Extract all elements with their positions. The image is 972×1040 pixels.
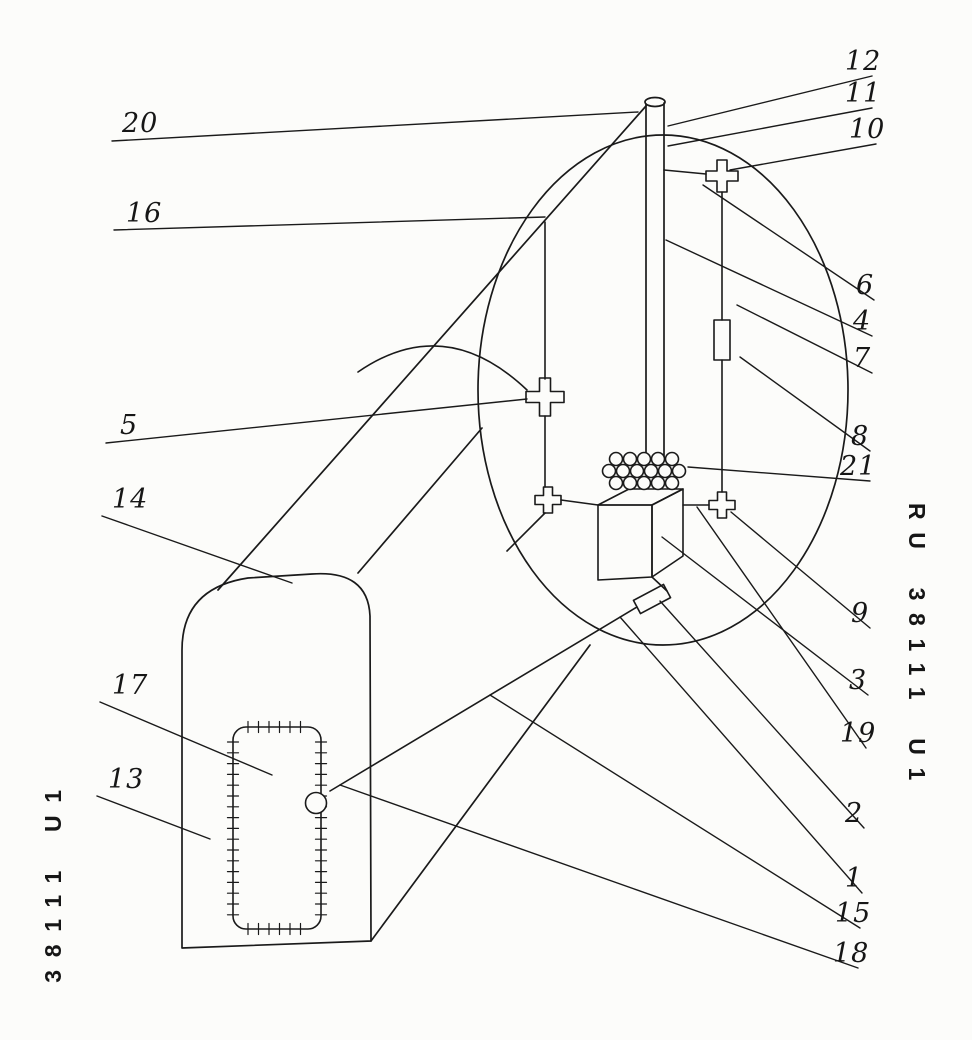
leader-lines [96,75,877,969]
leader-20 [111,111,639,142]
callout-1: 1 [845,863,864,894]
right-code: U1 [904,738,930,793]
callout-11: 11 [845,78,882,109]
leader-11 [667,107,873,147]
callout-17: 17 [112,670,149,701]
tube-bundle-unit [597,451,687,581]
door-handle [304,791,328,815]
chimney-pipe [644,96,666,459]
shelter-body [181,105,647,949]
callout-7: 7 [853,343,872,374]
leader-16 [113,216,546,231]
leader-6 [702,184,875,301]
door-panel [232,726,322,930]
leader-1 [619,616,863,894]
tube-ends [601,451,687,491]
callout-9: 9 [851,598,870,629]
leader-14 [101,515,293,584]
callout-4: 4 [853,306,872,337]
callout-16: 16 [126,198,163,229]
callout-21: 21 [840,451,877,482]
right-margin-publication-number: RU 38111U1 [901,468,933,828]
callout-18: 18 [833,938,870,969]
chimney-cap [644,96,666,108]
leader-18 [339,784,859,969]
leader-9 [730,511,871,629]
callout-8: 8 [851,421,870,452]
roof-edge-left [217,105,647,591]
leader-2 [659,600,865,829]
cross-fitting-left [525,377,565,417]
left-margin-publication-number: 38111 U1 [37,750,69,1010]
pipe-fittings-and-valves [329,159,739,792]
right-serial: 38111 [904,587,930,713]
callout-3: 3 [849,665,868,696]
enlarged-detail-circle [477,134,849,646]
leader-17 [99,701,273,776]
valve-upper [713,319,731,361]
leader-8 [739,356,871,452]
callout-6: 6 [856,270,875,301]
leader-7 [736,304,873,374]
curved-feed-pipe [357,345,528,391]
leader-12 [667,75,873,127]
leader-21 [687,466,871,482]
leader-5 [105,398,528,444]
leader-10 [729,143,877,171]
callout-20: 20 [122,108,159,139]
leader-13 [96,795,211,840]
callout-13: 13 [108,764,145,795]
valve-lower [632,583,672,615]
body-bottom-edge [370,644,591,942]
leader-15 [489,694,861,929]
body-front-face [181,572,372,949]
callout-19: 19 [840,718,877,749]
roof-edge-right [357,427,483,574]
left-code: U1 [40,777,66,833]
door-with-hatched-seal [226,720,328,936]
door-hatch-ticks [226,720,328,936]
leader-19 [696,506,867,749]
left-serial: 38111 [40,858,66,983]
callout-12: 12 [845,46,882,77]
callout-14: 14 [112,484,149,515]
elbow-fitting-right [708,491,736,519]
callout-2: 2 [845,798,864,829]
right-country: RU [904,503,930,562]
leader-4 [665,239,873,337]
cross-fitting-top [705,159,739,193]
drain-pipe [329,606,638,792]
callout-15: 15 [835,898,872,929]
leader-3 [661,536,869,696]
callout-5: 5 [120,410,139,441]
callout-10: 10 [849,114,886,145]
elbow-fitting-left [534,486,562,514]
